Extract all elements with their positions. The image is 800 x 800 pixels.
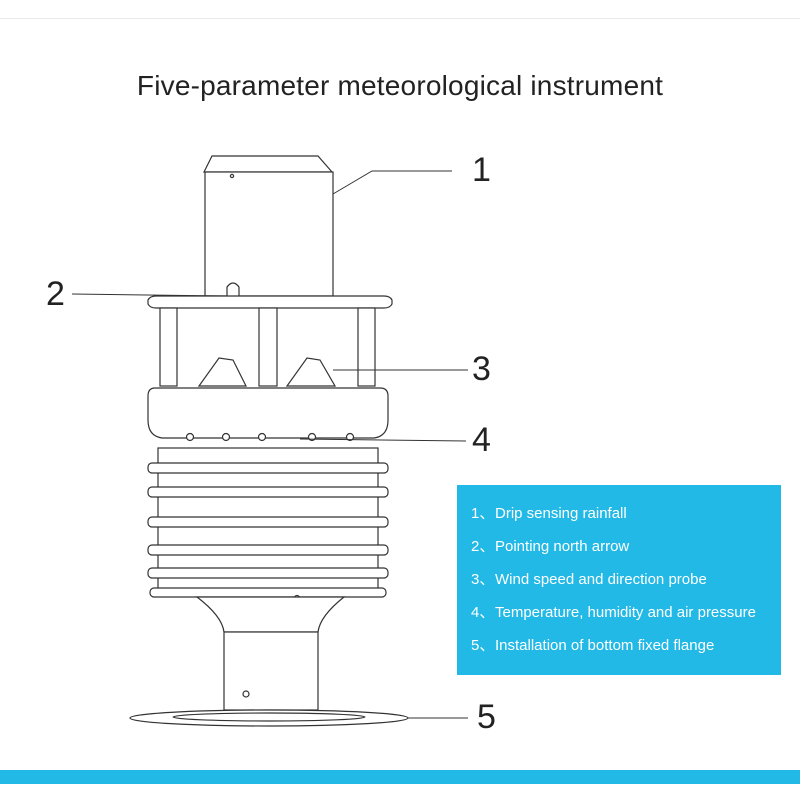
legend-number: 3、	[471, 571, 495, 588]
wind-sensor-head	[147, 387, 389, 439]
legend-text: Drip sensing rainfall	[495, 505, 627, 522]
north-arrow	[226, 282, 240, 296]
vent-hole	[221, 432, 231, 442]
base-neck	[195, 596, 346, 633]
legend-number: 1、	[471, 505, 495, 522]
louver-plate	[147, 516, 389, 528]
legend-number: 4、	[471, 604, 495, 621]
callout-2: 2	[46, 275, 65, 313]
legend-item: 2、Pointing north arrow	[471, 537, 781, 570]
rain-sensor-body	[204, 171, 334, 297]
page-title: Five-parameter meteorological instrument	[136, 70, 664, 101]
legend-item: 1、Drip sensing rainfall	[471, 504, 781, 537]
mounting-pole	[223, 631, 319, 711]
legend-item: 4、Temperature, humidity and air pressure	[471, 603, 781, 636]
upper-flange	[147, 295, 393, 309]
support-post-left	[159, 307, 178, 387]
legend-list: 1、Drip sensing rainfall 2、Pointing north…	[457, 485, 781, 669]
top-divider	[0, 18, 800, 19]
bottom-accent-bar	[0, 770, 800, 784]
pole-screw	[242, 690, 250, 698]
support-post-mid	[258, 307, 278, 387]
legend-text: Wind speed and direction probe	[495, 571, 707, 588]
legend-text: Temperature, humidity and air pressure	[495, 604, 756, 621]
callout-1: 1	[472, 151, 491, 189]
louver-plate	[147, 462, 389, 474]
legend-text: Installation of bottom fixed flange	[495, 637, 715, 654]
legend-item: 5、Installation of bottom fixed flange	[471, 636, 781, 669]
leader-line-1	[332, 170, 452, 195]
rain-sensor-cap	[203, 155, 334, 173]
wind-probe-left	[197, 357, 247, 387]
legend-number: 2、	[471, 538, 495, 555]
rain-sensor-hole	[229, 173, 235, 179]
leader-line-4	[299, 438, 467, 442]
callout-3: 3	[472, 350, 491, 388]
vent-hole	[257, 432, 267, 442]
louver-plate	[147, 567, 389, 579]
legend-number: 5、	[471, 637, 495, 654]
leader-line-2	[71, 293, 227, 297]
legend-panel: 1、Drip sensing rainfall 2、Pointing north…	[457, 485, 781, 675]
bottom-flange-inner	[172, 712, 366, 722]
vent-hole	[345, 432, 355, 442]
callout-4: 4	[472, 421, 491, 459]
support-post-right	[357, 307, 376, 387]
vent-hole	[185, 432, 195, 442]
legend-item: 3、Wind speed and direction probe	[471, 570, 781, 603]
louver-plate	[149, 587, 387, 598]
callout-5: 5	[477, 698, 496, 736]
louver-plate	[147, 544, 389, 556]
legend-text: Pointing north arrow	[495, 538, 630, 555]
wind-probe-right	[285, 357, 337, 387]
louver-plate	[147, 486, 389, 498]
